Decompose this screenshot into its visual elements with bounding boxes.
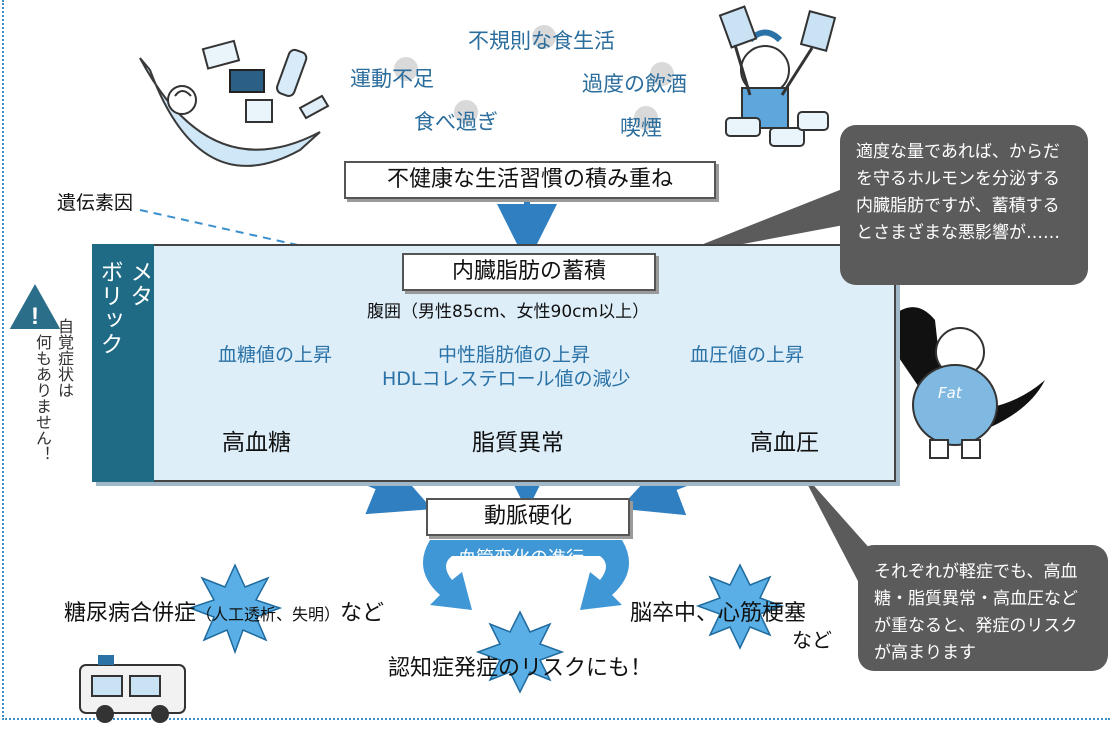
warning-text-line1: 自覚症状は [55, 318, 74, 398]
outcome-dementia: 認知症発症のリスクにも！ [388, 656, 653, 681]
lifestyle-irregular-diet: 不規則な食生活 [468, 25, 615, 55]
drinker-illustration [718, 5, 837, 147]
rise-blood-sugar-label: 血糖値の上昇 [218, 344, 333, 366]
condition-dyslipidemia: 脂質異常 [472, 430, 564, 456]
dotted-frame-bottom [2, 718, 1110, 720]
lifestyle-overeating: 食べ過ぎ [414, 100, 498, 136]
hammock-illustration [139, 39, 330, 167]
genetic-factor-label: 遺伝素因 [57, 192, 134, 214]
callout-fat-tail [668, 182, 860, 258]
rise-lipid-label-2: HDLコレステロール値の減少 [382, 368, 631, 390]
outcome-stroke-suffix: など [792, 628, 832, 652]
condition-hypertension: 高血圧 [750, 430, 819, 456]
outcome-diabetes-main: 糖尿病合併症 [64, 601, 197, 626]
starburst-icons [187, 563, 785, 694]
rise-blood-pressure-label: 血圧値の上昇 [690, 344, 805, 366]
visceral-fat-box: 内臓脂肪の蓄積 [402, 253, 656, 291]
fat-character-illustration [880, 307, 1045, 459]
syndrome-label-line1: メタ [126, 260, 152, 308]
lifestyle-summary-box: 不健康な生活習慣の積み重ね [344, 161, 716, 199]
warning-triangle-icon: ! [6, 279, 64, 331]
outcome-diabetes-suffix: など [340, 601, 385, 626]
callout-visceral-fat: 適度な量であれば、からだを守るホルモンを分泌する内臓脂肪ですが、蓄積するとさまざ… [840, 125, 1088, 285]
outcome-stroke: 脳卒中、心筋梗塞 [630, 601, 807, 626]
vascular-progress-label: 血管変化の進行 [458, 548, 584, 569]
syndrome-label-line2: ボリック [96, 260, 122, 356]
warning-text-line2: 何もありません！ [33, 334, 52, 462]
dotted-frame-left [2, 0, 4, 720]
callout-risk: それぞれが軽症でも、高血糖・脂質異常・高血圧などが重なると、発症のリスクが高まり… [858, 545, 1108, 671]
outcome-diabetes: 糖尿病合併症（人工透析、失明）など [64, 595, 384, 627]
ambulance-illustration [79, 655, 186, 723]
lifestyle-lack-of-exercise: 運動不足 [350, 57, 434, 93]
lifestyle-excess-drinking: 過度の飲酒 [582, 62, 687, 98]
waist-criteria-label: 腹囲（男性85cm、女性90cm以上） [367, 302, 650, 322]
svg-text:!: ! [31, 303, 39, 330]
syndrome-label-line3: シンドローム [66, 260, 92, 404]
lifestyle-smoking: 喫煙 [620, 106, 662, 142]
outcome-diabetes-detail: （人工透析、失明） [196, 605, 341, 624]
metabolic-syndrome-tab: メタボリックシンドローム [66, 244, 154, 482]
fat-shirt-badge: Fat [938, 384, 962, 402]
rise-lipid-label-1: 中性脂肪値の上昇 [438, 344, 591, 366]
condition-hyperglycemia: 高血糖 [222, 430, 291, 456]
arteriosclerosis-box: 動脈硬化 [426, 498, 630, 536]
vascular-progress-arrow [422, 540, 630, 610]
